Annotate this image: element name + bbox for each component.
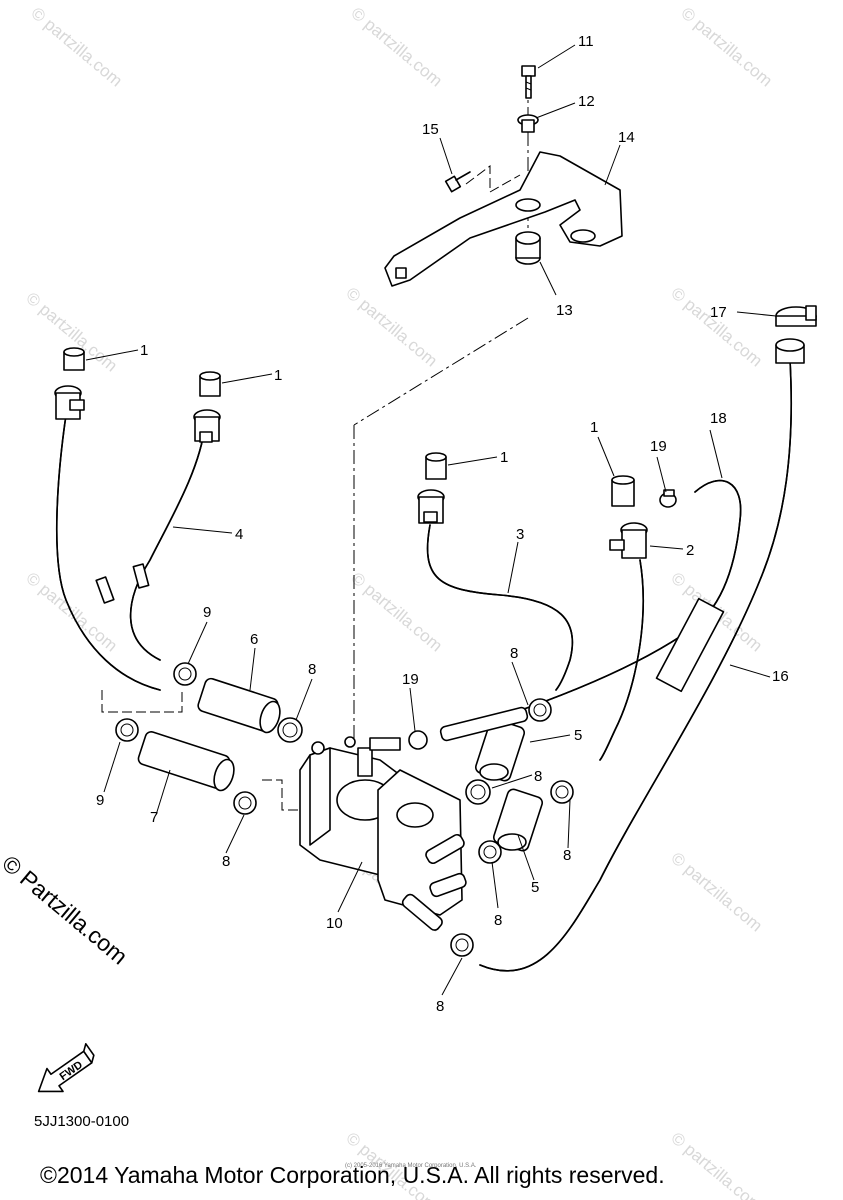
callout-8d: 8	[222, 853, 230, 870]
watermark-tile: © partzilla.com	[27, 4, 126, 91]
hose-16-assembly	[479, 305, 817, 972]
callout-19b: 19	[402, 671, 419, 688]
hose-5a-icon	[474, 718, 526, 782]
callout-15: 15	[422, 121, 439, 138]
watermark-tile: © partzilla.com	[342, 284, 441, 371]
collar-12-icon	[517, 114, 539, 133]
clamp-8b-icon	[233, 791, 257, 815]
callout-9b: 9	[96, 792, 104, 809]
callout-8g: 8	[436, 998, 444, 1015]
tiny-note: (c) 2005-2016 Yamaha Motor Corporation, …	[345, 1163, 477, 1169]
cap-1d-icon	[611, 475, 635, 507]
bracket-14-icon	[384, 151, 623, 287]
clamp-8a-icon	[277, 717, 303, 743]
clamp-8d-icon	[465, 779, 491, 805]
callout-3: 3	[516, 526, 524, 543]
callout-1d: 1	[590, 419, 598, 436]
callout-12: 12	[578, 93, 595, 110]
clamp-8e-icon	[550, 780, 574, 804]
connector-4a-icon	[54, 385, 85, 420]
cap-1b-icon	[199, 371, 221, 397]
cap-1a-icon	[63, 347, 85, 371]
copyright: ©2014 Yamaha Motor Corporation, U.S.A. A…	[40, 1162, 665, 1188]
watermark-tile: © partzilla.com	[667, 849, 766, 936]
callout-10: 10	[326, 915, 343, 932]
bracket-assembly	[384, 65, 623, 287]
hose-4-assembly	[54, 347, 221, 691]
connector-3-icon	[417, 489, 445, 524]
clamp-8c-icon	[528, 698, 552, 722]
clamp-8g-icon	[450, 933, 474, 957]
watermark-tile: © partzilla.com	[677, 4, 776, 91]
clamp-19a-icon	[659, 489, 677, 508]
callout-8e: 8	[563, 847, 571, 864]
clamp-19c-icon	[408, 730, 428, 750]
callout-17: 17	[710, 304, 727, 321]
callout-8f: 8	[494, 912, 502, 929]
callout-1c: 1	[500, 449, 508, 466]
callout-9a: 9	[203, 604, 211, 621]
callout-numbers: 11 12 15 14 13 17 1 1 1 1 18 19 4 2 3 9 …	[96, 33, 789, 1015]
connector-2-icon	[609, 522, 648, 559]
callout-11: 11	[578, 33, 594, 50]
callout-7: 7	[150, 809, 158, 826]
fwd-arrow-icon: FWD	[37, 1042, 95, 1093]
leader-lines	[85, 44, 777, 996]
connector-4b-icon	[193, 409, 221, 443]
callout-2: 2	[686, 542, 694, 559]
callout-1b: 1	[274, 367, 282, 384]
clamp-8f-icon	[478, 840, 502, 864]
fuel-pump-10-icon	[299, 736, 467, 931]
watermark-tile: © partzilla.com	[667, 1129, 766, 1200]
callout-18: 18	[710, 410, 727, 427]
hose-5b-icon	[492, 788, 544, 852]
clamp-9b-icon	[115, 718, 139, 742]
clamp-9a-icon	[173, 662, 197, 686]
hose-19b-icon	[439, 706, 529, 742]
callout-6: 6	[250, 631, 258, 648]
assembly-guide-lines	[101, 82, 529, 811]
callout-1a: 1	[140, 342, 148, 359]
screw-15-icon	[444, 171, 471, 193]
hose-2-assembly	[599, 475, 648, 761]
callout-5a: 5	[574, 727, 582, 744]
callout-8b: 8	[510, 645, 518, 662]
watermark-tile: © partzilla.com	[347, 4, 446, 91]
short-hoses	[115, 662, 574, 957]
callout-4: 4	[235, 526, 243, 543]
callout-8c: 8	[534, 768, 542, 785]
grommet-13-icon	[515, 231, 541, 265]
callout-5b: 5	[531, 879, 539, 896]
callout-14: 14	[618, 129, 635, 146]
callout-8a: 8	[308, 661, 316, 678]
clamp-17-icon	[775, 305, 817, 327]
bolt-11-icon	[521, 65, 536, 99]
hose-6-icon	[197, 677, 281, 734]
callout-19a: 19	[650, 438, 667, 455]
watermark-tile: © partzilla.com	[347, 569, 446, 656]
hose-end-16-icon	[775, 338, 805, 364]
diagram-code: 5JJ1300-0100	[34, 1113, 130, 1130]
cap-1c-icon	[425, 452, 447, 480]
watermark-tiles: © partzilla.com © partzilla.com © partzi…	[22, 4, 776, 1200]
watermark-tile: © partzilla.com	[667, 284, 766, 371]
callout-16: 16	[772, 668, 789, 685]
hose-3-assembly	[417, 452, 574, 691]
hose-7-icon	[137, 730, 235, 792]
callout-13: 13	[556, 302, 573, 319]
